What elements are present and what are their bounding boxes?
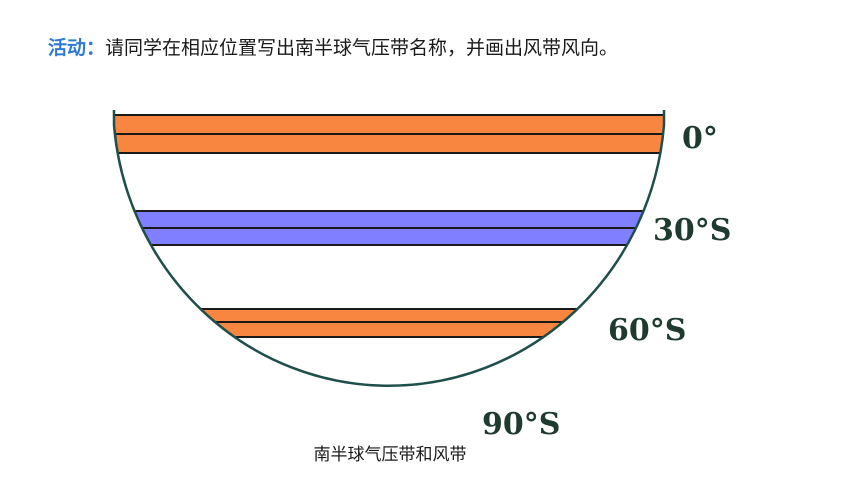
activity-label: 活动 xyxy=(48,37,87,59)
label-90s: 90°S xyxy=(482,407,560,442)
label-30s: 30°S xyxy=(653,213,731,248)
activity-colon: ： xyxy=(86,37,106,59)
activity-text: 请同学在相应位置写出南半球气压带名称，并画出风带风向。 xyxy=(105,37,619,59)
polar-high-band xyxy=(100,392,680,422)
hemisphere-outline xyxy=(112,110,666,387)
diagram-caption: 南半球气压带和风带 xyxy=(313,445,467,465)
label-0: 0° xyxy=(682,121,718,156)
activity-instruction: 活动：请同学在相应位置写出南半球气压带名称，并画出风带风向。 xyxy=(48,33,618,60)
label-60s: 60°S xyxy=(608,313,686,348)
